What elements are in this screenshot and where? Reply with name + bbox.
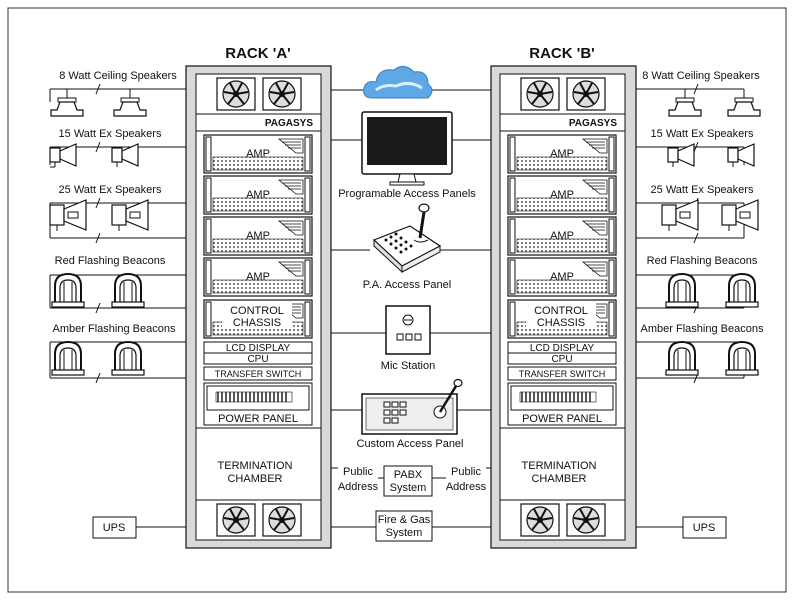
field-device-label: 25 Watt Ex Speakers	[59, 184, 162, 196]
amp-label: AMP	[550, 230, 574, 242]
control-chassis-label: CONTROL	[534, 305, 588, 317]
control-chassis-label: CHASSIS	[537, 317, 585, 329]
ceiling-speaker-icon	[668, 97, 702, 117]
beacon-icon	[51, 341, 85, 376]
termination-label: CHAMBER	[531, 473, 586, 485]
power-panel-label: POWER PANEL	[218, 413, 298, 425]
programable-panels-label: Programable Access Panels	[338, 188, 476, 200]
fan-icon	[520, 77, 560, 111]
beacon-icon	[111, 273, 145, 308]
cpu-label: CPU	[247, 354, 268, 365]
transfer-switch-label: TRANSFER SWITCH	[215, 369, 302, 379]
left-field-devices: 8 Watt Ceiling Speakers 15 Watt Ex Speak…	[49, 70, 177, 376]
fire-gas-label: System	[386, 527, 423, 539]
field-device-label: Amber Flashing Beacons	[53, 323, 176, 335]
ups-label: UPS	[103, 522, 126, 534]
control-chassis-label: CHASSIS	[233, 317, 281, 329]
field-device-label: 8 Watt Ceiling Speakers	[59, 70, 177, 82]
rack-b-title: RACK 'B'	[529, 45, 594, 62]
field-device-label: 15 Watt Ex Speakers	[651, 128, 754, 140]
amp-label: AMP	[246, 189, 270, 201]
field-device-label: Amber Flashing Beacons	[641, 323, 764, 335]
termination-label: TERMINATION	[218, 460, 293, 472]
public-address-label: Public	[343, 466, 373, 478]
field-device-label: 15 Watt Ex Speakers	[59, 128, 162, 140]
cloud-icon	[363, 66, 433, 99]
right-field-devices: 8 Watt Ceiling Speakers 15 Watt Ex Speak…	[641, 70, 764, 376]
beacon-icon	[665, 341, 699, 376]
cpu-label: CPU	[551, 354, 572, 365]
diagram-border	[7, 7, 787, 593]
field-device-label: Red Flashing Beacons	[55, 255, 166, 267]
pabx-box	[383, 465, 433, 497]
termination-label: CHAMBER	[227, 473, 282, 485]
ups-label: UPS	[693, 522, 716, 534]
fire-gas-label: Fire & Gas	[378, 514, 431, 526]
fan-icon	[262, 77, 302, 111]
termination-label: TERMINATION	[522, 460, 597, 472]
rack-a-brand: PAGASYS	[265, 118, 313, 129]
horn-speaker-icon	[49, 199, 87, 232]
power-panel-label: POWER PANEL	[522, 413, 602, 425]
fan-icon	[566, 503, 606, 537]
center-devices: Programable Access Panels P.A. Access Pa…	[338, 66, 487, 542]
fan-icon	[216, 77, 256, 111]
rack-b-brand: PAGASYS	[569, 118, 617, 129]
pa-panel-icon	[372, 203, 442, 274]
transfer-switch-label: TRANSFER SWITCH	[519, 369, 606, 379]
lcd-display-label: LCD DISPLAY	[226, 343, 291, 354]
ups-box-right	[682, 516, 727, 539]
rack-a: RACK 'A' PAGASYS AMP AMP AMP AMP CONTROL…	[185, 45, 332, 549]
ceiling-speaker-icon	[50, 97, 84, 117]
custom-panel-label: Custom Access Panel	[357, 438, 464, 450]
amp-label: AMP	[550, 189, 574, 201]
horn-speaker-icon	[721, 199, 759, 232]
public-address-label: Address	[338, 481, 379, 493]
beacon-icon	[725, 341, 759, 376]
control-chassis-label: CONTROL	[230, 305, 284, 317]
beacon-icon	[725, 273, 759, 308]
ceiling-speaker-icon	[113, 97, 147, 117]
rack-a-title: RACK 'A'	[225, 45, 290, 62]
pabx-label: System	[390, 482, 427, 494]
custom-panel-icon	[361, 378, 463, 435]
amp-label: AMP	[246, 230, 270, 242]
public-address-label: Address	[446, 481, 487, 493]
amp-label: AMP	[246, 271, 270, 283]
lcd-display-label: LCD DISPLAY	[530, 343, 595, 354]
horn-speaker-icon	[111, 199, 149, 232]
mic-station-icon	[385, 305, 431, 355]
pa-panel-label: P.A. Access Panel	[363, 279, 451, 291]
mic-station-label: Mic Station	[381, 360, 435, 372]
fan-icon	[566, 77, 606, 111]
fan-icon	[216, 503, 256, 537]
field-device-label: 8 Watt Ceiling Speakers	[642, 70, 760, 82]
amp-label: AMP	[246, 148, 270, 160]
fan-icon	[262, 503, 302, 537]
fan-icon	[520, 503, 560, 537]
pabx-label: PABX	[394, 469, 423, 481]
public-address-label: Public	[451, 466, 481, 478]
amp-label: AMP	[550, 148, 574, 160]
ups-box-left	[92, 516, 137, 539]
beacon-icon	[51, 273, 85, 308]
field-device-label: Red Flashing Beacons	[647, 255, 758, 267]
beacon-icon	[111, 341, 145, 376]
amp-label: AMP	[550, 271, 574, 283]
field-device-label: 25 Watt Ex Speakers	[651, 184, 754, 196]
ceiling-speaker-icon	[727, 97, 761, 117]
rack-b: RACK 'B' PAGASYS AMP AMP AMP AMP CONTROL…	[490, 45, 637, 549]
beacon-icon	[665, 273, 699, 308]
horn-speaker-icon	[661, 199, 699, 232]
fire-gas-box	[375, 510, 433, 542]
